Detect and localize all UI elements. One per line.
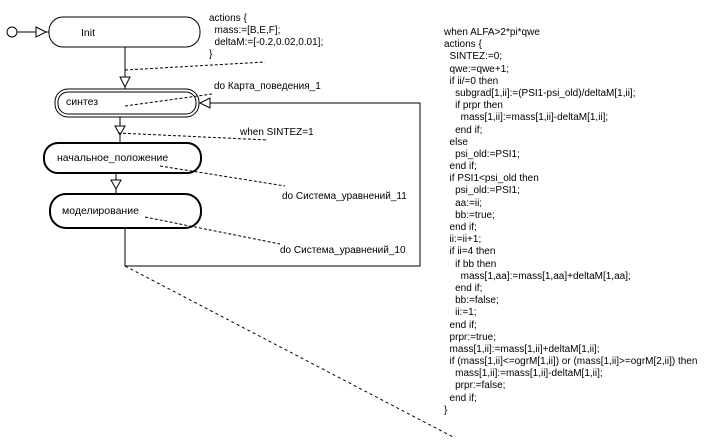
code-line: psi_old:=PSI1;	[444, 185, 520, 197]
initial-position-do-connector	[159, 165, 286, 187]
init-action-line: deltaM:=[-0.2,0.02,0.01];	[209, 37, 324, 48]
when-sintez-connector	[117, 132, 269, 141]
init-action-line: actions {	[209, 13, 247, 24]
state-init[interactable]	[48, 16, 201, 48]
state-initial-position-label: начальное_положение	[57, 152, 169, 164]
note-do-equations-11: do Система_уравнений_11	[282, 191, 407, 202]
code-line: aa:=ii;	[444, 197, 483, 209]
code-line: bb:=false;	[444, 295, 499, 307]
note-do-equations-10: do Система_уравнений_10	[280, 245, 406, 256]
code-line: mass[1,ii]:=mass[1,ii]+deltaM[1,ii];	[444, 343, 600, 355]
init-action-line: }	[209, 49, 213, 60]
note-when-sintez: when SINTEZ=1	[240, 127, 314, 138]
loop-code-connector	[124, 265, 456, 439]
modeling-do-connector	[144, 216, 281, 245]
state-modeling-label: моделирование	[62, 205, 139, 217]
code-line: mass[1,ii]:=mass[1,ii]-deltaM[1,ii];	[444, 368, 603, 380]
transition-init-sintez-arrow	[119, 76, 131, 89]
code-line: bb:=true;	[444, 209, 495, 221]
code-line: subgrad[1,ii]:=(PSI1-psi_old)/deltaM[1,i…	[444, 87, 636, 99]
transition-modeling-sintez-line	[124, 102, 421, 267]
code-line: if bb then	[444, 258, 497, 270]
init-actions-connector	[124, 61, 266, 71]
note-do-behavior-map: do Карта_поведения_1	[214, 81, 321, 92]
state-init-label: Init	[81, 27, 96, 39]
init-actions-block: actions { mass:=[B,E,F]; deltaM:=[-0.2,0…	[209, 13, 323, 61]
code-line: ii:=1;	[444, 307, 477, 319]
state-sintez-label: синтез	[66, 96, 99, 108]
initial-transition-arrow	[35, 26, 48, 38]
code-line: end if;	[444, 282, 483, 294]
code-line: ii:=ii+1;	[444, 234, 482, 246]
loop-transition-code: when ALFA>2*pi*qwe actions { SINTEZ:=0; …	[444, 27, 722, 417]
state-sintez-inner-border	[57, 91, 197, 115]
init-action-line: mass:=[B,E,F];	[209, 25, 281, 36]
code-line: if ii/=0 then	[444, 75, 499, 87]
code-line: prpr:=true;	[444, 331, 496, 343]
code-line: prpr:=false;	[444, 380, 506, 392]
code-line: if (mass[1,ii]<=ogrM[1,ii]) or (mass[1,i…	[444, 356, 698, 368]
code-line: qwe:=qwe+1;	[444, 63, 510, 75]
code-line: end if;	[444, 392, 477, 404]
code-line: if prpr then	[444, 100, 503, 112]
code-line: mass[1,ii]:=mass[1,ii]-deltaM[1,ii];	[444, 112, 609, 124]
state-initial-position[interactable]	[43, 142, 202, 174]
initial-pseudostate	[6, 26, 18, 38]
code-line: else	[444, 136, 468, 148]
code-line: SINTEZ:=0;	[444, 51, 503, 63]
code-line: end if;	[444, 222, 477, 233]
code-line: end if;	[444, 319, 477, 331]
transition-modeling-sintez-arrow	[198, 97, 211, 109]
code-line: if PSI1<psi_old then	[444, 173, 539, 185]
code-line: mass[1,aa]:=mass[1,aa]+deltaM[1,aa];	[444, 270, 631, 282]
transition-initial-modeling-arrow	[110, 179, 122, 191]
code-line: }	[444, 404, 448, 416]
code-line: if ii=4 then	[444, 246, 496, 258]
code-line: psi_old:=PSI1;	[444, 148, 520, 160]
code-line: end if;	[444, 161, 477, 173]
code-line: when ALFA>2*pi*qwe	[444, 27, 540, 38]
code-line: actions {	[444, 39, 482, 51]
transition-sintez-initial-arrow	[114, 125, 126, 137]
code-line: end if;	[444, 124, 483, 136]
